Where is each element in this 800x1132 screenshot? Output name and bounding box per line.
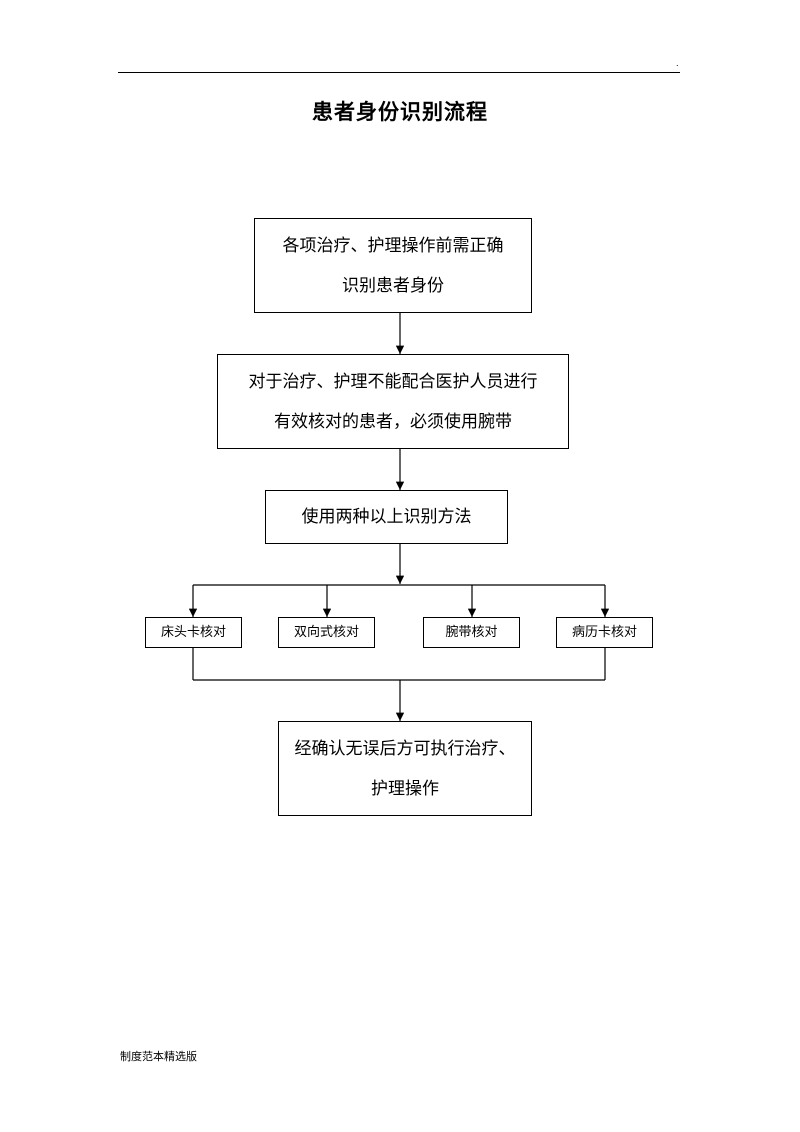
method-label: 床头卡核对: [160, 624, 226, 640]
header-mark: .: [676, 59, 679, 68]
method-label: 腕带核对: [445, 624, 498, 640]
step-3-line-1: 使用两种以上识别方法: [301, 507, 472, 527]
method-box-two-way-check: 双向式核对: [278, 617, 375, 648]
footer-text: 制度范本精选版: [120, 1050, 197, 1063]
method-box-wristband: 腕带核对: [423, 617, 520, 648]
step-2-line-2: 有效核对的患者，必须使用腕带: [274, 411, 512, 432]
method-box-bedside-card: 床头卡核对: [145, 617, 242, 648]
header-rule: [118, 72, 680, 73]
step-5-line-2: 护理操作: [371, 778, 439, 799]
step-5-line-1: 经确认无误后方可执行治疗、: [294, 738, 516, 759]
step-2-line-1: 对于治疗、护理不能配合医护人员进行: [248, 371, 538, 392]
step-5-box: 经确认无误后方可执行治疗、 护理操作: [278, 721, 532, 816]
page-title: 患者身份识别流程: [312, 100, 488, 124]
step-3-box: 使用两种以上识别方法: [265, 490, 508, 544]
step-1-line-1: 各项治疗、护理操作前需正确: [282, 235, 504, 256]
step-2-box: 对于治疗、护理不能配合医护人员进行 有效核对的患者，必须使用腕带: [217, 354, 569, 449]
step-1-line-2: 识别患者身份: [342, 275, 444, 296]
method-box-medical-record: 病历卡核对: [556, 617, 653, 648]
method-label: 双向式核对: [293, 624, 359, 640]
method-label: 病历卡核对: [571, 624, 637, 640]
step-1-box: 各项治疗、护理操作前需正确 识别患者身份: [254, 218, 532, 313]
